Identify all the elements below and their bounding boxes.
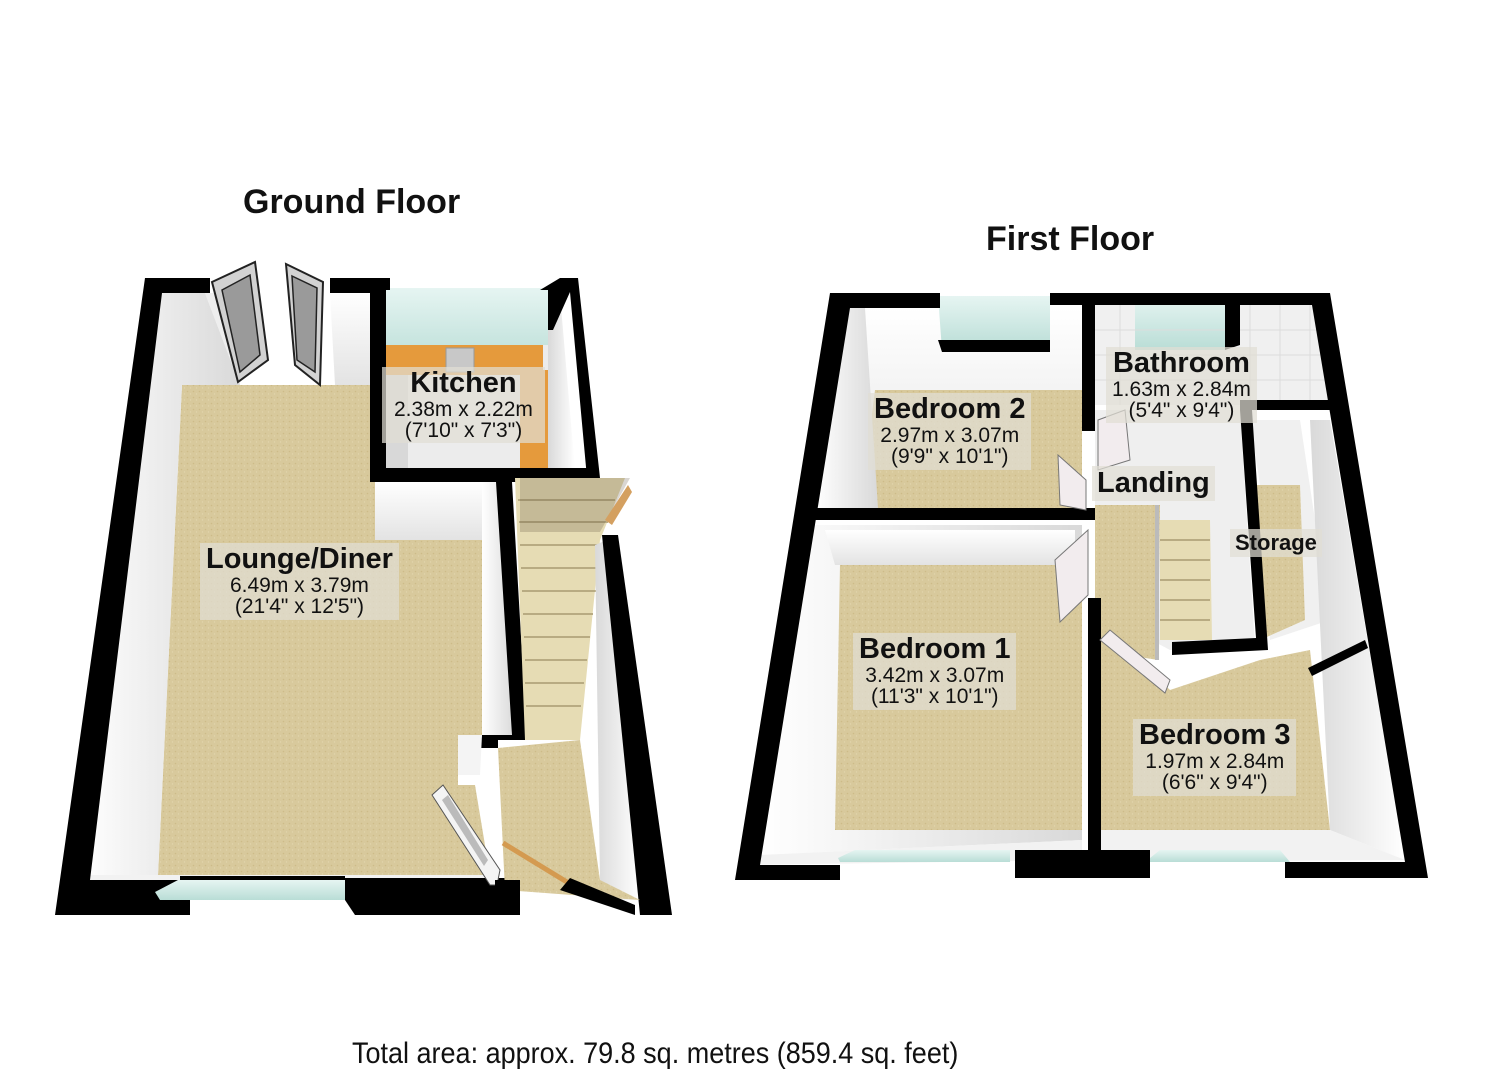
room-label-bedroom-1: Bedroom 1 3.42m x 3.07m (11'3" x 10'1") [853,633,1017,711]
room-label-bedroom-2: Bedroom 2 2.97m x 3.07m (9'9" x 10'1") [868,393,1032,471]
first-floor-title: First Floor [986,220,1155,258]
room-dimensions-imperial: (6'6" x 9'4") [1161,770,1268,794]
room-dimensions-metric: 6.49m x 3.79m [229,573,369,597]
room-label-lounge-diner: Lounge/Diner 6.49m x 3.79m (21'4" x 12'5… [200,543,399,621]
total-area-caption: Total area: approx. 79.8 sq. metres (859… [352,1037,959,1070]
ground-floor-plan [55,260,672,915]
staircase-first [1155,505,1212,660]
staircase-ground [515,478,632,740]
room-label-bathroom: Bathroom 1.63m x 2.84m (5'4" x 9'4") [1106,347,1257,424]
room-dimensions-metric: 1.63m x 2.84m [1112,377,1251,401]
room-dimensions-metric: 2.38m x 2.22m [394,397,533,421]
room-label-storage: Storage [1230,529,1322,557]
room-name: Bedroom 2 [874,393,1026,425]
room-dimensions-metric: 1.97m x 2.84m [1145,749,1285,773]
room-label-landing: Landing [1092,466,1215,501]
room-dimensions-imperial: (5'4" x 9'4") [1128,398,1235,422]
room-dimensions-imperial: (7'10" x 7'3") [404,418,523,442]
first-floor-doors [1054,409,1171,694]
room-dimensions-metric: 3.42m x 3.07m [865,663,1005,687]
room-name: Bedroom 1 [859,633,1011,665]
room-dimensions-imperial: (11'3" x 10'1") [870,684,999,708]
room-label-kitchen: Kitchen 2.38m x 2.22m (7'10" x 7'3") [382,367,545,444]
room-name: Lounge/Diner [206,543,393,575]
french-doors [210,260,325,388]
room-label-bedroom-3: Bedroom 3 1.97m x 2.84m (6'6" x 9'4") [1133,719,1297,797]
room-dimensions-imperial: (21'4" x 12'5") [234,594,365,618]
room-name: Bedroom 3 [1139,719,1291,751]
ground-floor-title: Ground Floor [243,183,461,221]
room-dimensions-metric: 2.97m x 3.07m [880,423,1020,447]
room-name: Kitchen [410,367,517,399]
room-name: Bathroom [1112,347,1250,379]
room-dimensions-imperial: (9'9" x 10'1") [891,444,1009,468]
first-floor-plan [735,293,1428,880]
